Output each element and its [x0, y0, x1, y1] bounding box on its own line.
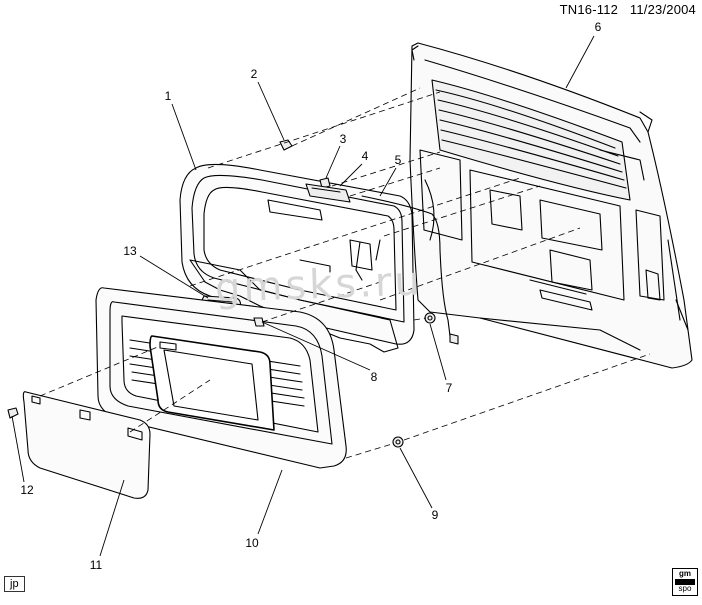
part-bumper-9 [392, 436, 404, 448]
part-liftgate [409, 42, 693, 369]
callout-7: 7 [445, 381, 453, 395]
callout-8: 8 [370, 370, 378, 384]
part-retainer-8 [253, 317, 265, 327]
callout-4: 4 [361, 149, 369, 163]
illustrator-initials: jp [4, 576, 25, 592]
callout-1: 1 [164, 89, 172, 103]
logo-bar [675, 579, 695, 585]
part-access-cover [22, 391, 151, 499]
diagram-code: TN16-112 [559, 2, 619, 17]
callout-2: 2 [250, 67, 258, 81]
callout-11: 11 [89, 558, 103, 572]
callout-9: 9 [431, 508, 439, 522]
logo-bottom-text: spo [678, 584, 692, 593]
part-clip [7, 407, 19, 419]
callout-12: 12 [20, 483, 34, 497]
diagram-date: 11/23/2004 [629, 2, 696, 17]
logo-top-text: gm [679, 569, 691, 578]
part-fastener-2 [279, 139, 293, 151]
callout-5: 5 [394, 153, 402, 167]
callout-6: 6 [594, 20, 602, 34]
callout-3: 3 [339, 132, 347, 146]
alignment-lines [39, 87, 651, 459]
callout-10: 10 [245, 536, 259, 550]
part-grommet-7 [424, 312, 436, 324]
leader-lines [11, 35, 595, 557]
diagram-header: TN16-112 11/23/2004 [552, 2, 696, 17]
part-module-4 [305, 183, 351, 203]
gm-spo-logo: gm spo [672, 568, 698, 596]
part-fastener-3 [319, 177, 331, 189]
callout-13: 13 [123, 244, 137, 258]
part-wiring-harness [355, 195, 451, 337]
part-lower-trim-panel [95, 287, 347, 469]
